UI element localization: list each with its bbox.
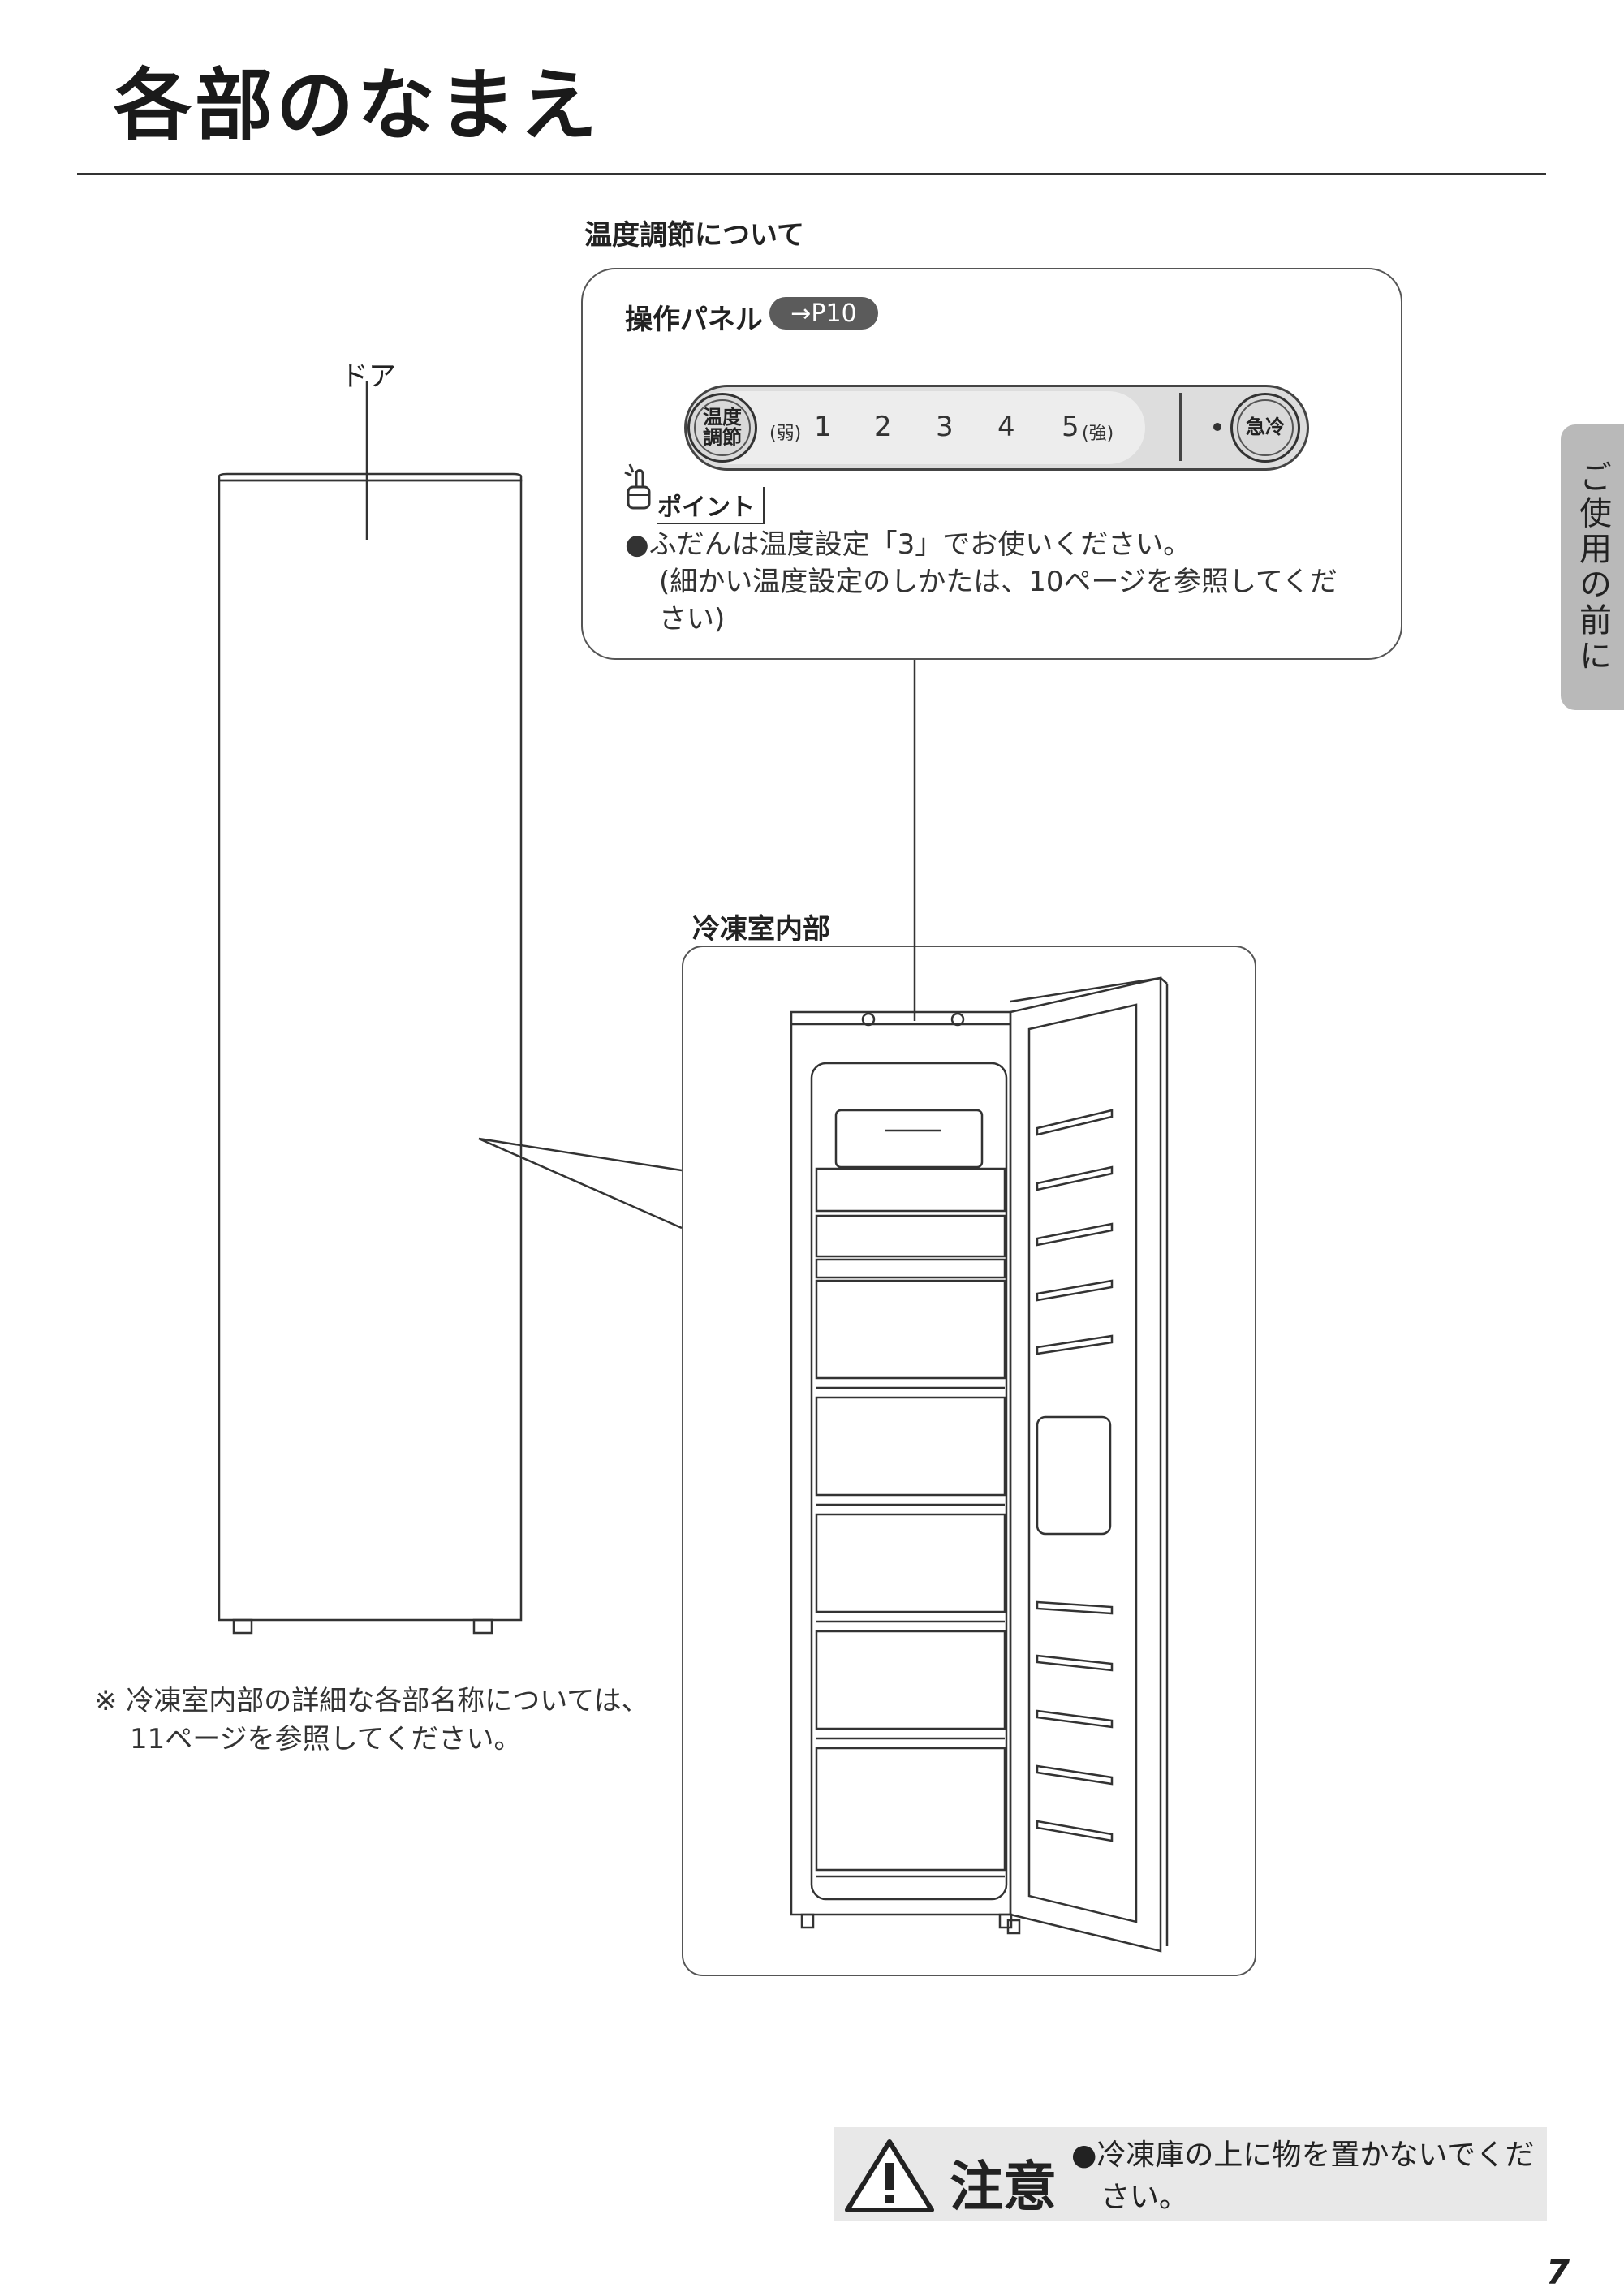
point-line-1: ●ふだんは温度設定「3」でお使いください。 [625,528,1191,561]
pointing-hand-icon [624,463,651,510]
quick-freeze-indicator [1213,423,1221,431]
page-ref-badge[interactable]: →P10 [769,297,878,330]
freezer-interior-callout [682,946,1256,1976]
panel-label: 操作パネル [625,304,763,336]
quick-freeze-label: 急冷 [1246,416,1285,439]
note-line-1: ※ 冷凍室内部の詳細な各部名称については、 [94,1685,649,1717]
page-title: 各部のなまえ [114,60,601,151]
quick-freeze-button-ring: 急冷 [1237,399,1294,456]
caution-word: 注意 [950,2156,1057,2218]
temperature-button-label: 温度調節 [703,405,742,449]
point-line-3: さい) [659,603,726,635]
level-5: 5 [1062,411,1079,443]
warning-icon [845,2139,934,2212]
level-1: 1 [814,411,832,443]
control-panel-callout [581,268,1402,660]
section-tab-label: ご使用の前に [1574,460,1611,674]
level-3: 3 [936,411,954,443]
point-line-2: (細かい温度設定のしかたは、10ページを参照してくだ [659,566,1338,598]
title-divider [77,173,1546,175]
note-line-2: 11ページを参照してください。 [130,1723,522,1755]
caution-text: ●冷凍庫の上に物を置かないでくだ さい。 [1071,2134,1542,2219]
temperature-level-track [691,391,1145,464]
strong-label: (強) [1082,424,1114,444]
level-2: 2 [874,411,892,443]
strip-divider [1179,393,1182,461]
caution-line-1: ●冷凍庫の上に物を置かないでくだ [1071,2139,1535,2172]
weak-label: (弱) [769,424,802,444]
point-label: ポイント [657,487,765,524]
temperature-button[interactable]: 温度調節 [687,393,757,463]
caution-box [834,2127,1547,2221]
door-label: ドア [341,360,396,393]
page-number: 7 [1546,2252,1570,2292]
level-4: 4 [997,411,1015,443]
temperature-button-ring: 温度調節 [694,399,751,456]
section-tab[interactable]: ご使用の前に [1561,424,1624,710]
quick-freeze-button[interactable]: 急冷 [1230,393,1300,463]
caution-line-2: さい。 [1101,2181,1189,2215]
temperature-heading: 温度調節について [584,219,804,252]
freezer-interior-label: 冷凍室内部 [692,913,830,946]
